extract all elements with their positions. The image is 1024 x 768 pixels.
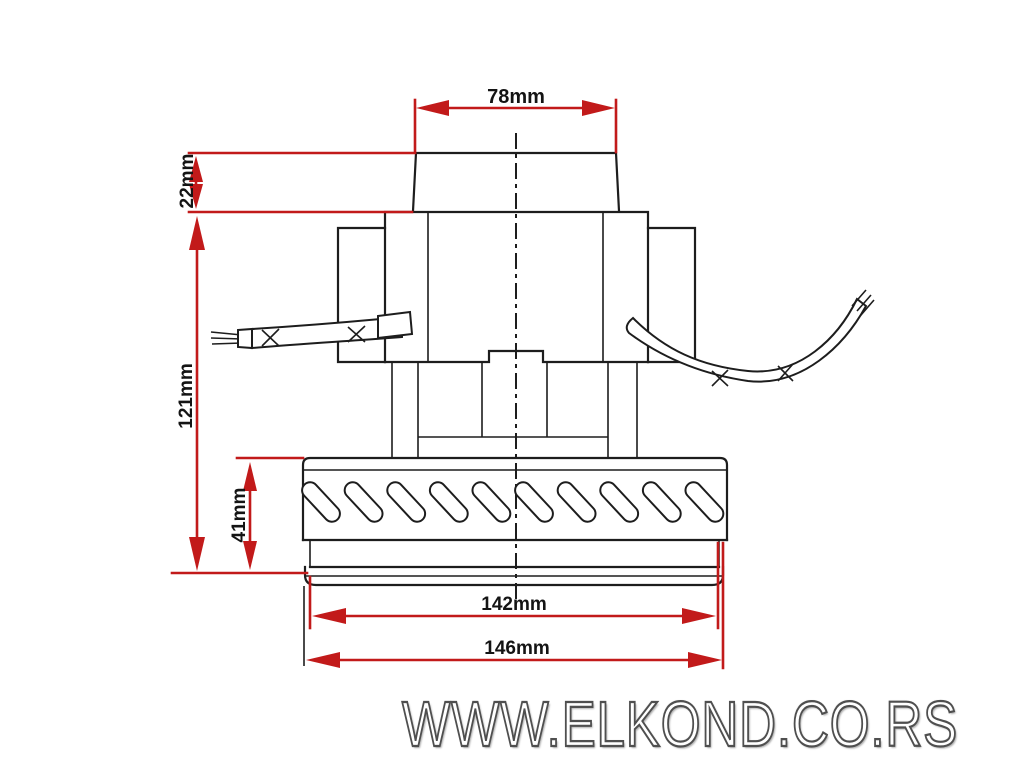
dimension-label-41mm: 41mm	[229, 488, 250, 543]
right-power-wire	[625, 289, 875, 387]
wire-tube	[251, 315, 403, 350]
fan-vent-slots	[301, 481, 725, 523]
motor-drawing	[210, 133, 875, 666]
wire-tube	[625, 297, 868, 383]
dimension-label-22mm: 22mm	[177, 154, 198, 209]
vent-slot	[471, 481, 512, 523]
motor-body-bottom-edge	[383, 349, 650, 364]
vent-slot	[386, 481, 427, 523]
fan-housing-base	[303, 540, 725, 587]
wire-terminal	[377, 310, 414, 340]
vent-slot	[343, 481, 384, 523]
motor-body-outline	[383, 210, 650, 364]
motor-top-cap	[411, 151, 621, 213]
vent-slot	[301, 481, 341, 523]
vent-slot	[556, 481, 597, 523]
vent-slot	[641, 481, 682, 523]
dimension-78mm: 78mm	[413, 86, 618, 154]
brush-housing-right	[646, 226, 697, 364]
brush-housing-left	[336, 226, 387, 364]
dimension-121mm: 121mm	[176, 216, 205, 571]
vent-slot	[684, 481, 725, 523]
dimension-22mm: 22mm	[177, 151, 417, 214]
wire-tape-mark	[711, 369, 729, 387]
wire-tape-mark	[261, 328, 280, 347]
wire-tape-mark	[347, 325, 366, 343]
dimension-41mm: 41mm	[229, 456, 305, 570]
vent-slot	[599, 481, 640, 523]
wire-tape-mark	[777, 363, 794, 382]
dimension-142mm: 142mm	[308, 541, 720, 630]
dimension-label-146mm: 146mm	[484, 638, 550, 659]
vent-slot	[514, 481, 554, 523]
wire-end-ferrule	[237, 327, 253, 350]
fan-housing-shell	[301, 456, 729, 542]
watermark-text: WWW.ELKOND.CO.RS	[401, 688, 959, 760]
dimension-label-78mm: 78mm	[487, 86, 545, 108]
left-power-wire	[210, 310, 414, 350]
vent-slot	[428, 481, 469, 523]
motor-lower-bell	[391, 362, 638, 458]
dimension-label-121mm: 121mm	[176, 363, 197, 429]
dimension-label-142mm: 142mm	[481, 594, 547, 615]
dimension-146mm: 146mm	[306, 541, 725, 670]
